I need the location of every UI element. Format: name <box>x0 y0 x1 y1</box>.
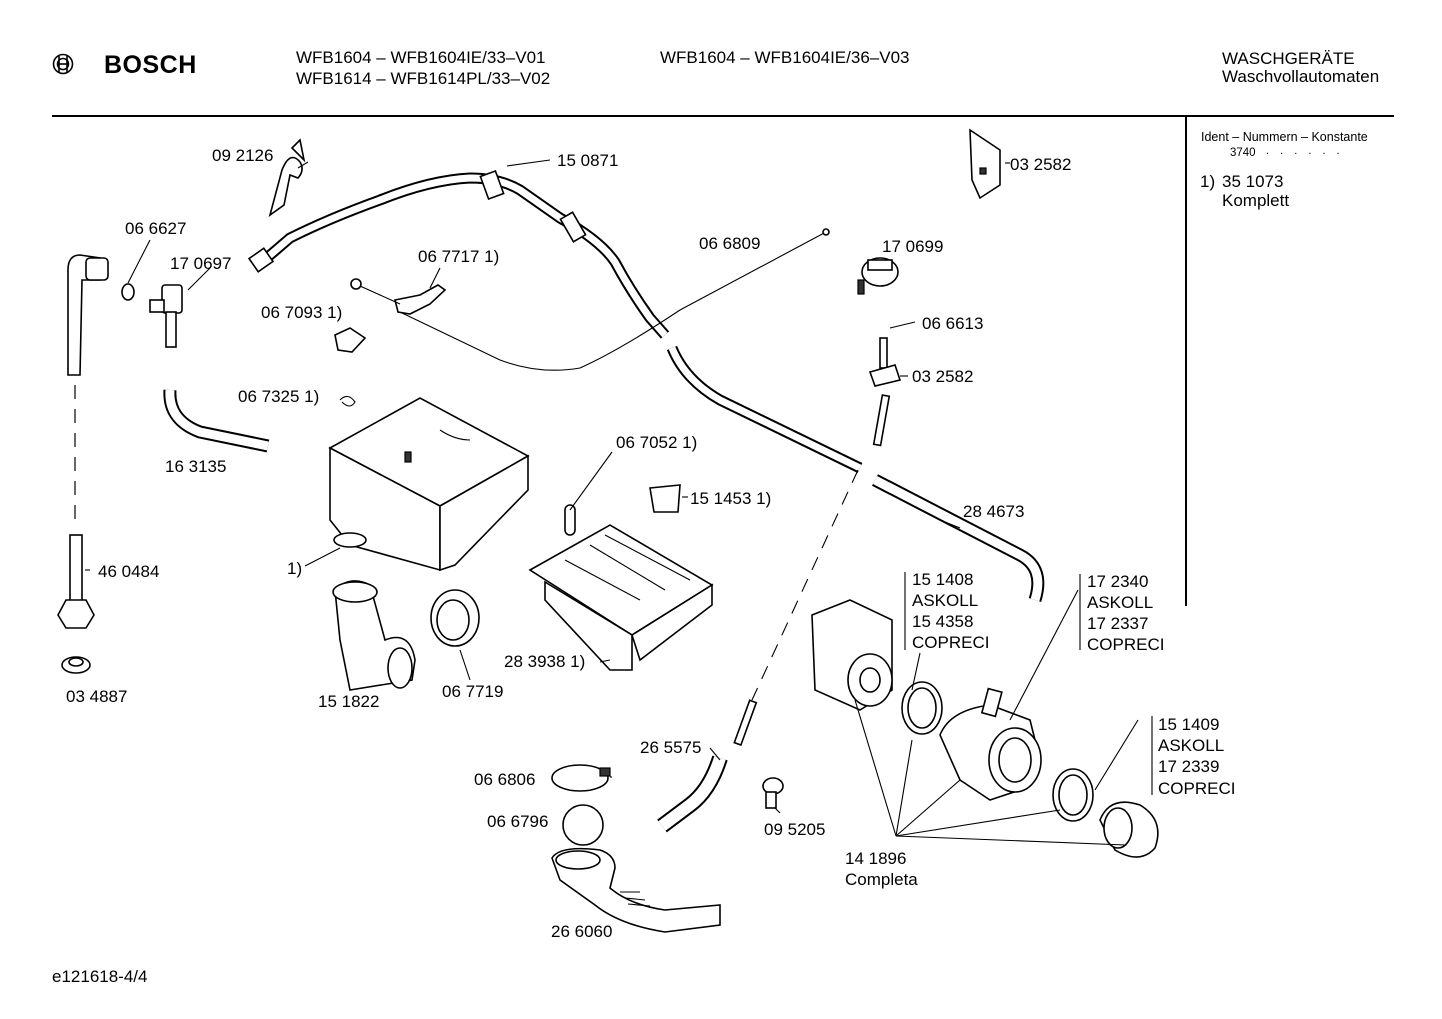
part-label: 28 3938 1) <box>504 652 586 671</box>
clip-part <box>268 156 303 217</box>
bosch-logo-icon <box>52 53 74 75</box>
part-label: 14 1896 <box>845 849 907 868</box>
inlet-elbow-part <box>67 254 135 376</box>
part-label: 06 6627 <box>125 219 187 238</box>
part-label: 16 3135 <box>165 457 227 476</box>
sump-part <box>551 764 721 933</box>
ident-dots: . . . . . . <box>1266 145 1344 157</box>
model-line-1: WFB1604 – WFB1604IE/33–V01 <box>296 48 546 67</box>
model-line-2: WFB1614 – WFB1614PL/33–V02 <box>296 69 551 88</box>
part-label: 03 2582 <box>912 367 974 386</box>
valve-part <box>149 284 183 348</box>
lever-part <box>334 327 367 353</box>
part-label: 17 2339 <box>1158 757 1220 776</box>
part-label: 17 0697 <box>170 254 232 273</box>
ident-heading: Ident – Nummern – Konstante <box>1201 130 1368 144</box>
cap-part <box>61 656 91 674</box>
leader-lines <box>85 159 1139 846</box>
brand-name: BOSCH <box>104 51 197 79</box>
category-title: WASCHGERÄTE <box>1222 49 1355 68</box>
pressure-tube-part <box>868 337 902 447</box>
part-label: 15 4358 <box>912 612 974 631</box>
drain-hose-part <box>666 345 1045 602</box>
bracket-part <box>969 128 1001 200</box>
bracket-part <box>394 284 447 315</box>
note-text: Komplett <box>1222 191 1290 210</box>
part-label: 09 2126 <box>212 146 274 165</box>
part-label: 28 4673 <box>963 502 1025 521</box>
part-label: 03 2582 <box>1010 155 1072 174</box>
inlet-hose-part <box>247 169 670 339</box>
part-label: 26 6060 <box>551 922 613 941</box>
knob-part <box>762 777 784 809</box>
model-line-3: WFB1604 – WFB1604IE/36–V03 <box>660 48 910 67</box>
part-label: 15 0871 <box>557 151 619 170</box>
part-label: 17 2337 <box>1087 614 1149 633</box>
ident-value: 3740 <box>1230 147 1256 159</box>
detergent-drawer-part <box>528 484 714 671</box>
seal-part <box>430 589 480 647</box>
part-label: 06 7093 1) <box>261 303 343 322</box>
part-label: 17 2340 <box>1087 572 1149 591</box>
part-label: 06 7717 1) <box>418 247 500 266</box>
bellows-part <box>332 580 416 691</box>
part-label: 26 5575 <box>640 738 702 757</box>
manufacturer-label: ASKOLL <box>1087 593 1154 612</box>
note-marker: 1) <box>1200 172 1216 191</box>
part-label: 15 1408 <box>912 570 974 589</box>
part-label: 06 7719 <box>442 682 504 701</box>
part-label: 17 0699 <box>882 237 944 256</box>
manufacturer-label: COPRECI <box>1158 779 1236 798</box>
part-label: 06 7325 1) <box>238 387 320 406</box>
document-id: e121618-4/4 <box>52 967 148 986</box>
spring-part <box>339 395 356 407</box>
pipe-part <box>57 534 95 629</box>
manufacturer-label: COPRECI <box>1087 635 1165 654</box>
part-label: 15 1409 <box>1158 715 1220 734</box>
note-part-number: 35 1073 <box>1222 172 1284 191</box>
part-label: 06 6809 <box>699 234 761 253</box>
filter-part <box>1052 768 1159 858</box>
drawer-housing-part <box>328 397 530 572</box>
pump-housing-part <box>939 687 1042 801</box>
part-label: 15 1822 <box>318 692 380 711</box>
part-label: 09 5205 <box>764 820 826 839</box>
pressure-switch-part <box>857 257 899 295</box>
manufacturer-label: COPRECI <box>912 633 990 652</box>
pump-motor-part <box>811 599 943 735</box>
part-label: 15 1453 1) <box>690 489 772 508</box>
part-label: 06 6796 <box>487 812 549 831</box>
part-label: 06 7052 1) <box>616 433 698 452</box>
category-subtitle: Waschvollautomaten <box>1222 67 1380 86</box>
manufacturer-label: ASKOLL <box>912 591 979 610</box>
part-label: Completa <box>845 870 918 889</box>
part-label: 06 6806 <box>474 770 536 789</box>
part-label: 46 0484 <box>98 562 160 581</box>
manufacturer-label: ASKOLL <box>1158 736 1225 755</box>
part-label: 06 6613 <box>922 314 984 333</box>
wire-part <box>399 231 827 371</box>
part-label: 03 4887 <box>66 687 128 706</box>
part-label: 1) <box>287 559 303 578</box>
